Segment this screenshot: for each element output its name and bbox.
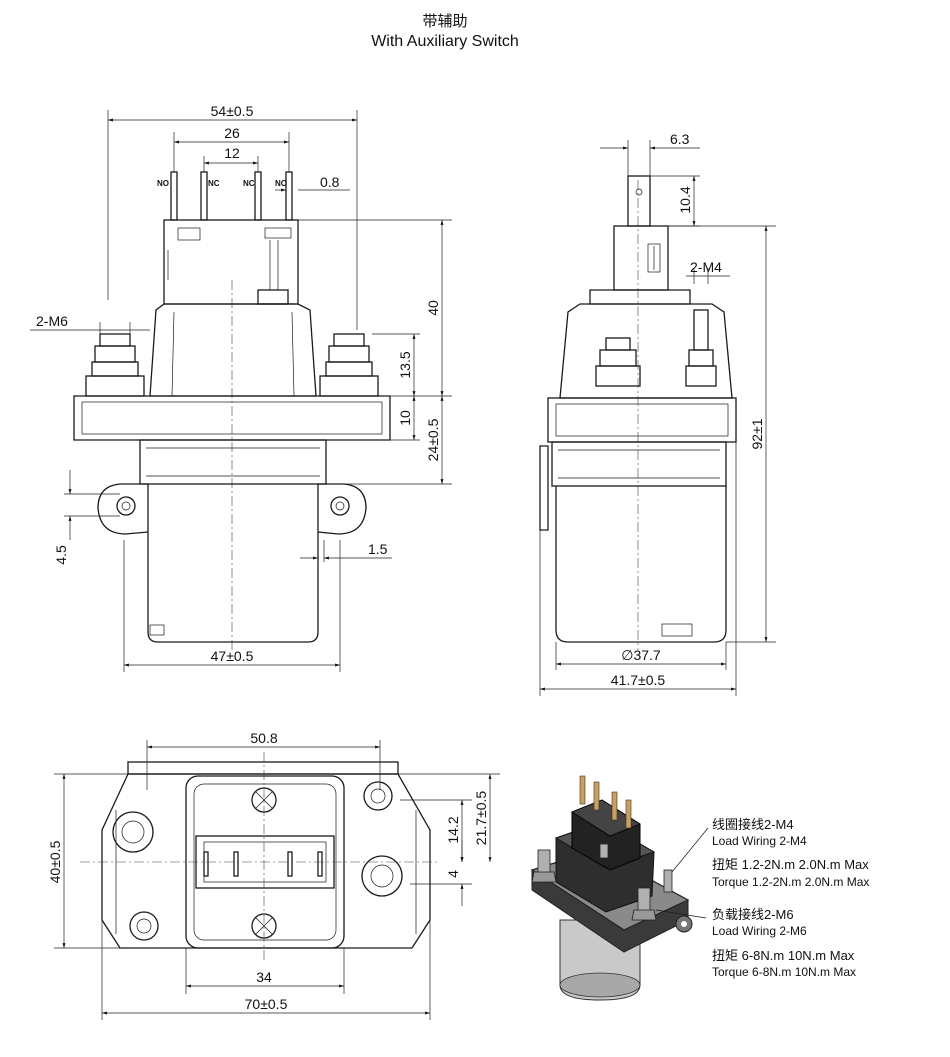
dim-pin-width: 6.3 [670, 131, 690, 147]
notes-block: 线圈接线2-M4 Load Wiring 2-M4 扭矩 1.2-2N.m 2.… [712, 817, 869, 979]
dim-hole-span: 50.8 [250, 730, 277, 746]
dim-hole-offset: 4.5 [53, 545, 69, 565]
dim-aux-offset-3: 4 [445, 870, 461, 878]
dim-terminal-height: 13.5 [397, 351, 413, 378]
title-chinese: 带辅助 [422, 12, 468, 30]
top-view: 50.8 40±0.5 21.7±0.5 14.2 4 34 70±0.5 [47, 730, 500, 1020]
note-load-torque-en: Torque 6-8N.m 10N.m Max [712, 965, 856, 979]
dim-pin-thickness: 0.8 [320, 174, 340, 190]
pin-label-nc-1: NC [208, 179, 220, 188]
dim-aux-inner-span: 12 [224, 145, 240, 161]
dim-top-height: 40±0.5 [47, 840, 63, 883]
dim-body-width: 47±0.5 [211, 648, 254, 664]
dim-aux-offset-1: 21.7±0.5 [473, 791, 489, 846]
dim-aux-offset-2: 14.2 [445, 816, 461, 843]
dim-overall-width: 54±0.5 [211, 103, 254, 119]
isometric-view [530, 775, 709, 1001]
dim-top-overall-width: 70±0.5 [245, 996, 288, 1012]
dim-flange-thickness: 10 [397, 410, 413, 426]
side-view: 6.3 10.4 2-M4 92±1 ∅37.7 41.7±0.5 [539, 131, 776, 696]
title-english: With Auxiliary Switch [371, 33, 519, 50]
dim-wall: 1.5 [368, 541, 388, 557]
front-view: NO NC NC NO 54±0.5 [30, 103, 452, 672]
pin-label-no-2: NO [275, 179, 287, 188]
dim-pin-height: 10.4 [677, 186, 693, 213]
note-coil-torque-cn: 扭矩 1.2-2N.m 2.0N.m Max [712, 857, 869, 872]
dim-main-terminal: 2-M6 [36, 313, 68, 329]
note-load-torque-cn: 扭矩 6-8N.m 10N.m Max [712, 948, 855, 963]
dim-aux-height: 40 [425, 300, 441, 316]
dim-side-overall-width: 41.7±0.5 [611, 672, 666, 688]
dim-aux-pin-span: 26 [224, 125, 240, 141]
note-coil-cn: 线圈接线2-M4 [712, 817, 794, 832]
note-load-en: Load Wiring 2-M6 [712, 924, 807, 938]
pin-label-no-1: NO [157, 179, 169, 188]
dim-coil-terminal: 2-M4 [690, 259, 722, 275]
pin-label-nc-2: NC [243, 179, 255, 188]
dim-overall-height: 92±1 [749, 418, 765, 449]
note-load-cn: 负载接线2-M6 [712, 907, 794, 922]
note-coil-en: Load Wiring 2-M4 [712, 834, 807, 848]
note-coil-torque-en: Torque 1.2-2N.m 2.0N.m Max [712, 875, 869, 889]
dim-body-diameter: ∅37.7 [621, 647, 661, 663]
dim-lower-height: 24±0.5 [425, 418, 441, 461]
dim-aux-width: 34 [256, 969, 272, 985]
